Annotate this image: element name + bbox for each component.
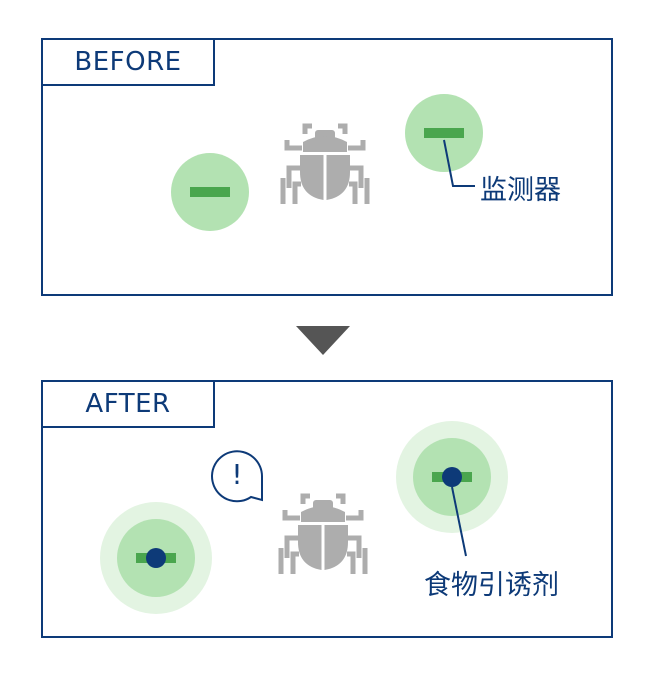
trap-icon xyxy=(100,502,212,614)
monitor-callout-line xyxy=(443,139,475,187)
beetle-icon xyxy=(283,126,367,204)
monitor-label: 监测器 xyxy=(480,175,561,206)
before-panel: BEFORE xyxy=(41,38,613,296)
bait-dot xyxy=(146,548,166,568)
trap-icon xyxy=(405,94,483,172)
alert-bubble-icon: ! xyxy=(211,450,264,503)
bait-dot xyxy=(442,467,462,487)
alert-symbol: ! xyxy=(231,458,242,491)
down-arrow-icon xyxy=(296,326,350,355)
bait-callout-line xyxy=(451,486,467,557)
after-label: AFTER xyxy=(41,380,215,428)
trap-icon xyxy=(396,421,508,533)
bait-label: 食物引诱剂 xyxy=(424,570,559,601)
beetle-icon xyxy=(281,496,365,574)
trap-icon xyxy=(171,153,249,231)
before-label: BEFORE xyxy=(41,38,215,86)
